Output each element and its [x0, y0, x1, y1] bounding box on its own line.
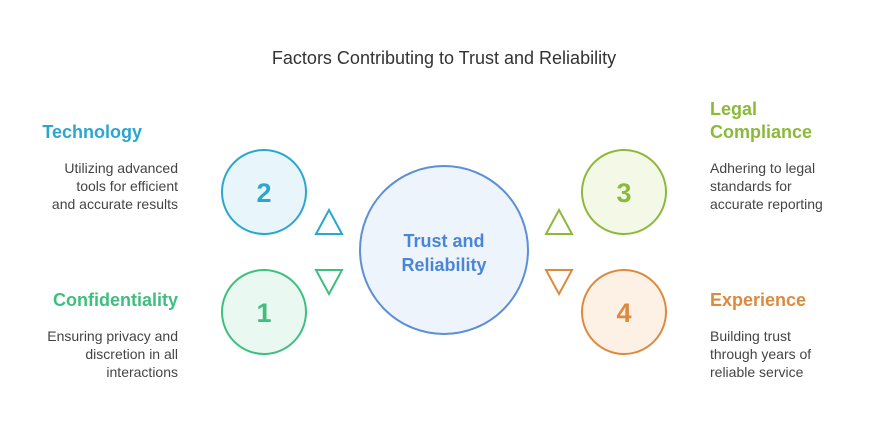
- factor-heading-experience: Experience: [710, 290, 807, 310]
- triangle-down-icon: [314, 269, 344, 297]
- factor-circle-experience: [581, 269, 667, 355]
- diagram-title: Factors Contributing to Trust and Reliab…: [271, 48, 617, 68]
- factor-description-legal-compliance: Adhering to legal standards for accurate…: [710, 160, 823, 212]
- factor-node-technology: 2: [221, 149, 307, 235]
- triangle-up-icon: [544, 207, 574, 235]
- factor-heading-legal-compliance: Legal Compliance: [710, 99, 813, 142]
- factor-node-legal-compliance: 3: [581, 149, 667, 235]
- factor-description-experience: Building trust through years of reliable…: [710, 328, 812, 380]
- factor-heading-confidentiality: Confidentiality: [53, 290, 178, 310]
- factor-circle-confidentiality: [221, 269, 307, 355]
- triangle-down-icon: [544, 269, 574, 297]
- center-node: Trust and Reliability: [359, 165, 529, 335]
- factor-heading-technology: Technology: [42, 122, 142, 142]
- factor-number-experience: 4: [616, 298, 631, 328]
- triangle-up-icon: [314, 207, 344, 235]
- factor-number-confidentiality: 1: [256, 298, 271, 328]
- center-circle: [359, 165, 529, 335]
- center-label-line1: Trust and: [403, 231, 484, 251]
- factor-number-legal-compliance: 3: [616, 178, 631, 208]
- center-label-line2: Reliability: [401, 255, 486, 275]
- factor-description-technology: Utilizing advanced tools for efficient a…: [51, 160, 178, 212]
- factor-description-confidentiality: Ensuring privacy and discretion in all i…: [47, 328, 178, 380]
- factor-node-confidentiality: 1: [221, 269, 307, 355]
- factor-circle-legal-compliance: [581, 149, 667, 235]
- factor-number-technology: 2: [256, 178, 271, 208]
- factor-node-experience: 4: [581, 269, 667, 355]
- factor-circle-technology: [221, 149, 307, 235]
